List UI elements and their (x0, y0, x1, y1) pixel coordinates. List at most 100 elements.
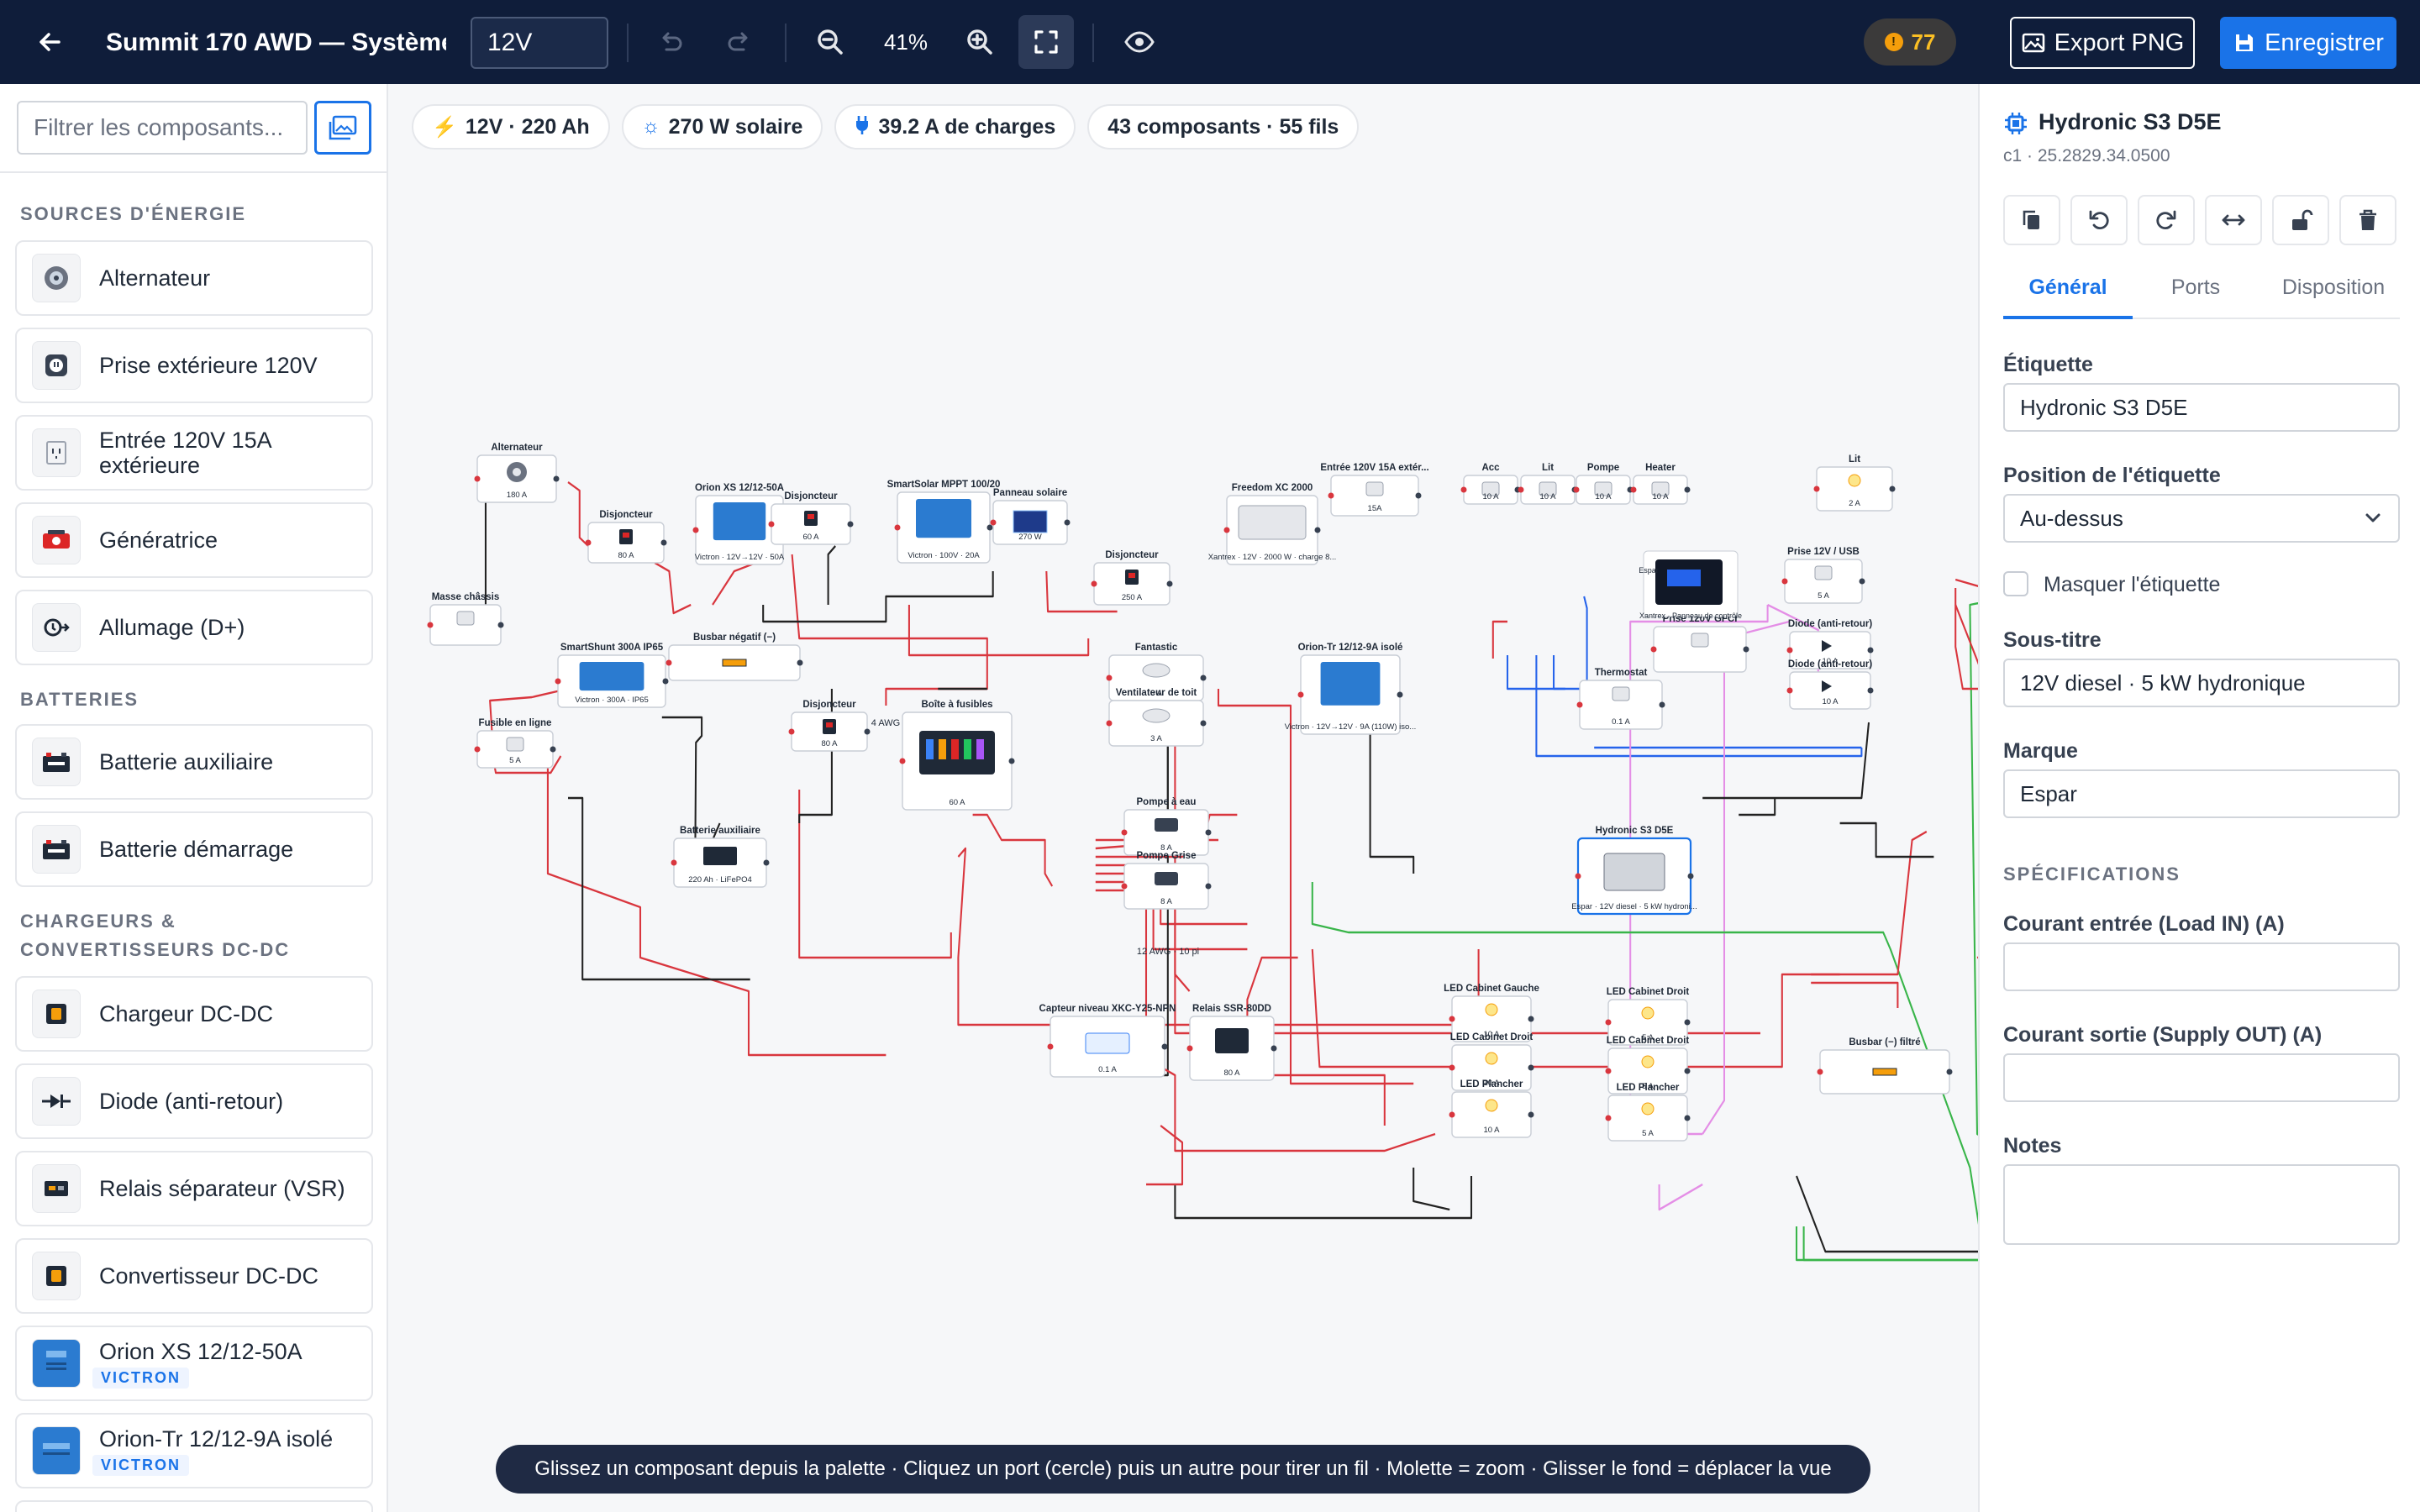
label-input[interactable]: Hydronic S3 D5E (2003, 383, 2400, 432)
wire[interactable] (1413, 1168, 1450, 1211)
palette-item-orion-xs[interactable]: Orion XS 12/12-50A VICTRON (15, 1326, 373, 1401)
wire[interactable] (712, 561, 756, 606)
port-positive[interactable] (1650, 646, 1657, 653)
flip-button[interactable] (2205, 195, 2262, 245)
wire[interactable] (1954, 588, 1978, 690)
port-negative[interactable] (797, 659, 803, 666)
port-positive[interactable] (1573, 486, 1580, 493)
port-negative[interactable] (662, 678, 669, 685)
wire[interactable] (762, 571, 994, 623)
port-positive[interactable] (1605, 1115, 1612, 1121)
wire[interactable] (798, 689, 833, 823)
diagram-node[interactable]: Diode (anti-retour)10 A (1786, 659, 1874, 710)
port-negative[interactable] (550, 746, 556, 753)
port-positive[interactable] (585, 539, 592, 546)
wire[interactable] (1160, 1065, 1436, 1152)
palette-item-start-battery[interactable]: Batterie démarrage (15, 811, 373, 887)
back-arrow-icon[interactable] (34, 25, 67, 59)
palette-item-vsr[interactable]: Relais séparateur (VSR) (15, 1151, 373, 1226)
wire[interactable] (1839, 822, 1934, 858)
palette-item-aux-battery[interactable]: Batterie auxiliaire (15, 724, 373, 800)
rotate-left-button[interactable] (2070, 195, 2128, 245)
port-positive[interactable] (1518, 486, 1524, 493)
port-positive[interactable] (666, 659, 672, 666)
port-positive[interactable] (474, 475, 481, 482)
port-negative[interactable] (1946, 1068, 1953, 1075)
label-position-select[interactable]: Au-dessus (2003, 494, 2400, 543)
palette-item-partial[interactable] (15, 1500, 373, 1512)
hide-label-checkbox[interactable] (2003, 571, 2028, 596)
port-negative[interactable] (1684, 486, 1691, 493)
palette-item-dcdc-converter[interactable]: Convertisseur DC-DC (15, 1238, 373, 1314)
port-negative[interactable] (553, 475, 560, 482)
wire[interactable] (1535, 655, 1863, 758)
port-negative[interactable] (1659, 701, 1665, 708)
preview-eye-icon[interactable] (1118, 20, 1161, 64)
tab-ports[interactable]: Ports (2170, 276, 2221, 299)
port-positive[interactable] (1786, 647, 1793, 654)
port-negative[interactable] (763, 859, 770, 866)
port-positive[interactable] (671, 859, 677, 866)
port-negative[interactable] (1200, 720, 1207, 727)
port-negative[interactable] (1064, 519, 1071, 526)
port-negative[interactable] (1867, 647, 1874, 654)
save-button[interactable]: Enregistrer (2220, 17, 2396, 69)
palette-item-generator[interactable]: Génératrice (15, 502, 373, 578)
tab-layout[interactable]: Disposition (2281, 276, 2386, 299)
port-positive[interactable] (1786, 687, 1793, 694)
palette-item-dcdc-charger[interactable]: Chargeur DC-DC (15, 976, 373, 1052)
port-negative[interactable] (1415, 492, 1422, 499)
wire[interactable] (1491, 620, 1508, 659)
zoom-out-icon[interactable] (808, 20, 852, 64)
port-negative[interactable] (1008, 758, 1015, 764)
wire[interactable] (791, 554, 988, 706)
port-positive[interactable] (899, 758, 906, 764)
palette-item-shore-inlet[interactable]: Entrée 120V 15A extérieure (15, 415, 373, 491)
port-negative[interactable] (1859, 578, 1865, 585)
port-positive[interactable] (1605, 1019, 1612, 1026)
port-positive[interactable] (1576, 701, 1583, 708)
port-positive[interactable] (1449, 1016, 1455, 1022)
diagram-node[interactable]: Masse châssis (427, 592, 504, 646)
wire[interactable] (1739, 798, 1776, 816)
port-positive[interactable] (1449, 1111, 1455, 1118)
port-negative[interactable] (986, 524, 993, 531)
wire[interactable] (1506, 655, 1565, 690)
wire[interactable] (546, 748, 886, 1057)
port-positive[interactable] (1813, 486, 1820, 492)
port-positive[interactable] (1223, 527, 1230, 533)
port-positive[interactable] (555, 678, 561, 685)
wire[interactable] (1658, 1183, 1703, 1211)
wire[interactable] (1045, 570, 1118, 613)
zoom-in-icon[interactable] (958, 20, 1002, 64)
palette-item-orion-tr[interactable]: Orion-Tr 12/12-9A isolé VICTRON (15, 1413, 373, 1488)
port-positive[interactable] (427, 622, 434, 628)
port-negative[interactable] (1684, 1115, 1691, 1121)
port-negative[interactable] (1528, 1016, 1534, 1022)
port-positive[interactable] (1575, 873, 1581, 879)
port-negative[interactable] (1684, 1019, 1691, 1026)
port-positive[interactable] (990, 519, 997, 526)
port-positive[interactable] (1106, 720, 1113, 727)
notes-textarea[interactable] (2003, 1164, 2400, 1245)
